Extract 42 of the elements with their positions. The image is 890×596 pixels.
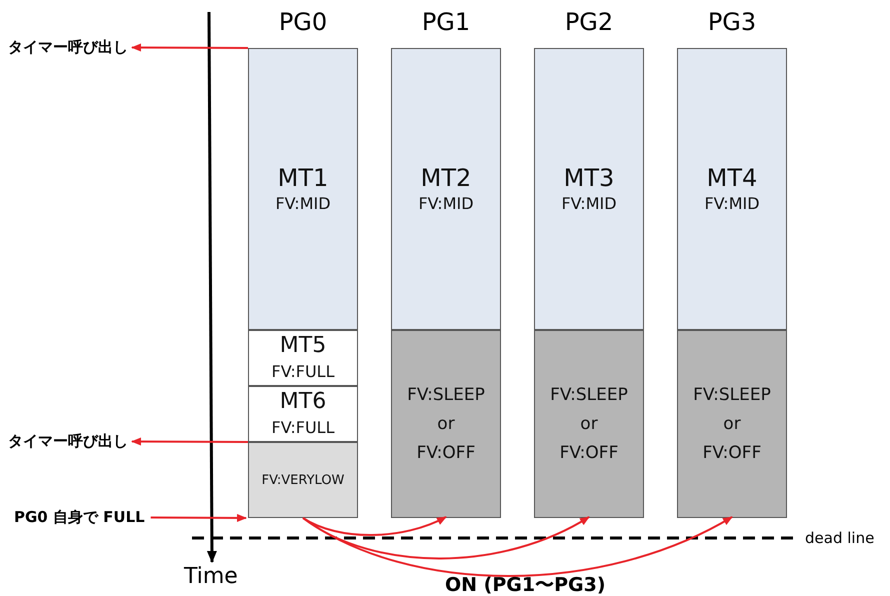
arrow bbox=[302, 516, 590, 560]
arrow bbox=[302, 516, 733, 577]
state-label: FV:MID bbox=[275, 193, 331, 215]
task-block bbox=[248, 386, 358, 442]
state-label: FV:MID bbox=[418, 193, 474, 215]
axis-label: Time bbox=[184, 564, 238, 589]
deadline-label: dead line bbox=[805, 529, 874, 547]
column-heading: PG3 bbox=[706, 7, 758, 38]
state-block bbox=[534, 330, 644, 518]
task-name: MT5 bbox=[280, 332, 326, 360]
state-label: FV:MID bbox=[561, 193, 617, 215]
task-name: MT2 bbox=[420, 163, 472, 193]
column-heading: PG2 bbox=[564, 7, 614, 38]
task-block bbox=[534, 48, 644, 330]
state-label: FV:SLEEP or FV:OFF bbox=[692, 384, 772, 464]
task-name: MT1 bbox=[278, 163, 328, 193]
state-label: FV:SLEEP or FV:OFF bbox=[549, 384, 629, 464]
arrow bbox=[150, 514, 247, 522]
task-block bbox=[248, 48, 358, 330]
task-block bbox=[248, 442, 358, 518]
column-heading: PG1 bbox=[420, 7, 472, 38]
state-block bbox=[391, 330, 501, 518]
arrow bbox=[131, 44, 248, 52]
arrow bbox=[131, 438, 248, 446]
state-label: FV:FULL bbox=[272, 417, 334, 439]
annotation-text: ON (PG1〜PG3) bbox=[445, 573, 606, 596]
task-block bbox=[677, 48, 787, 330]
task-block bbox=[248, 330, 358, 386]
callout-text: タイマー呼び出し bbox=[8, 432, 128, 451]
task-name: MT6 bbox=[280, 388, 326, 416]
task-block bbox=[391, 48, 501, 330]
state-block bbox=[677, 330, 787, 518]
arrow bbox=[302, 516, 447, 536]
task-name: MT4 bbox=[706, 163, 758, 193]
state-label: FV:VERYLOW bbox=[262, 472, 344, 488]
callout-text: PG0 自身で FULL bbox=[14, 508, 145, 527]
state-label: FV:MID bbox=[704, 193, 760, 215]
column-heading: PG0 bbox=[278, 7, 328, 38]
callout-text: タイマー呼び出し bbox=[8, 38, 128, 57]
state-label: FV:SLEEP or FV:OFF bbox=[406, 384, 486, 464]
state-label: FV:FULL bbox=[272, 361, 334, 383]
task-name: MT3 bbox=[564, 163, 614, 193]
